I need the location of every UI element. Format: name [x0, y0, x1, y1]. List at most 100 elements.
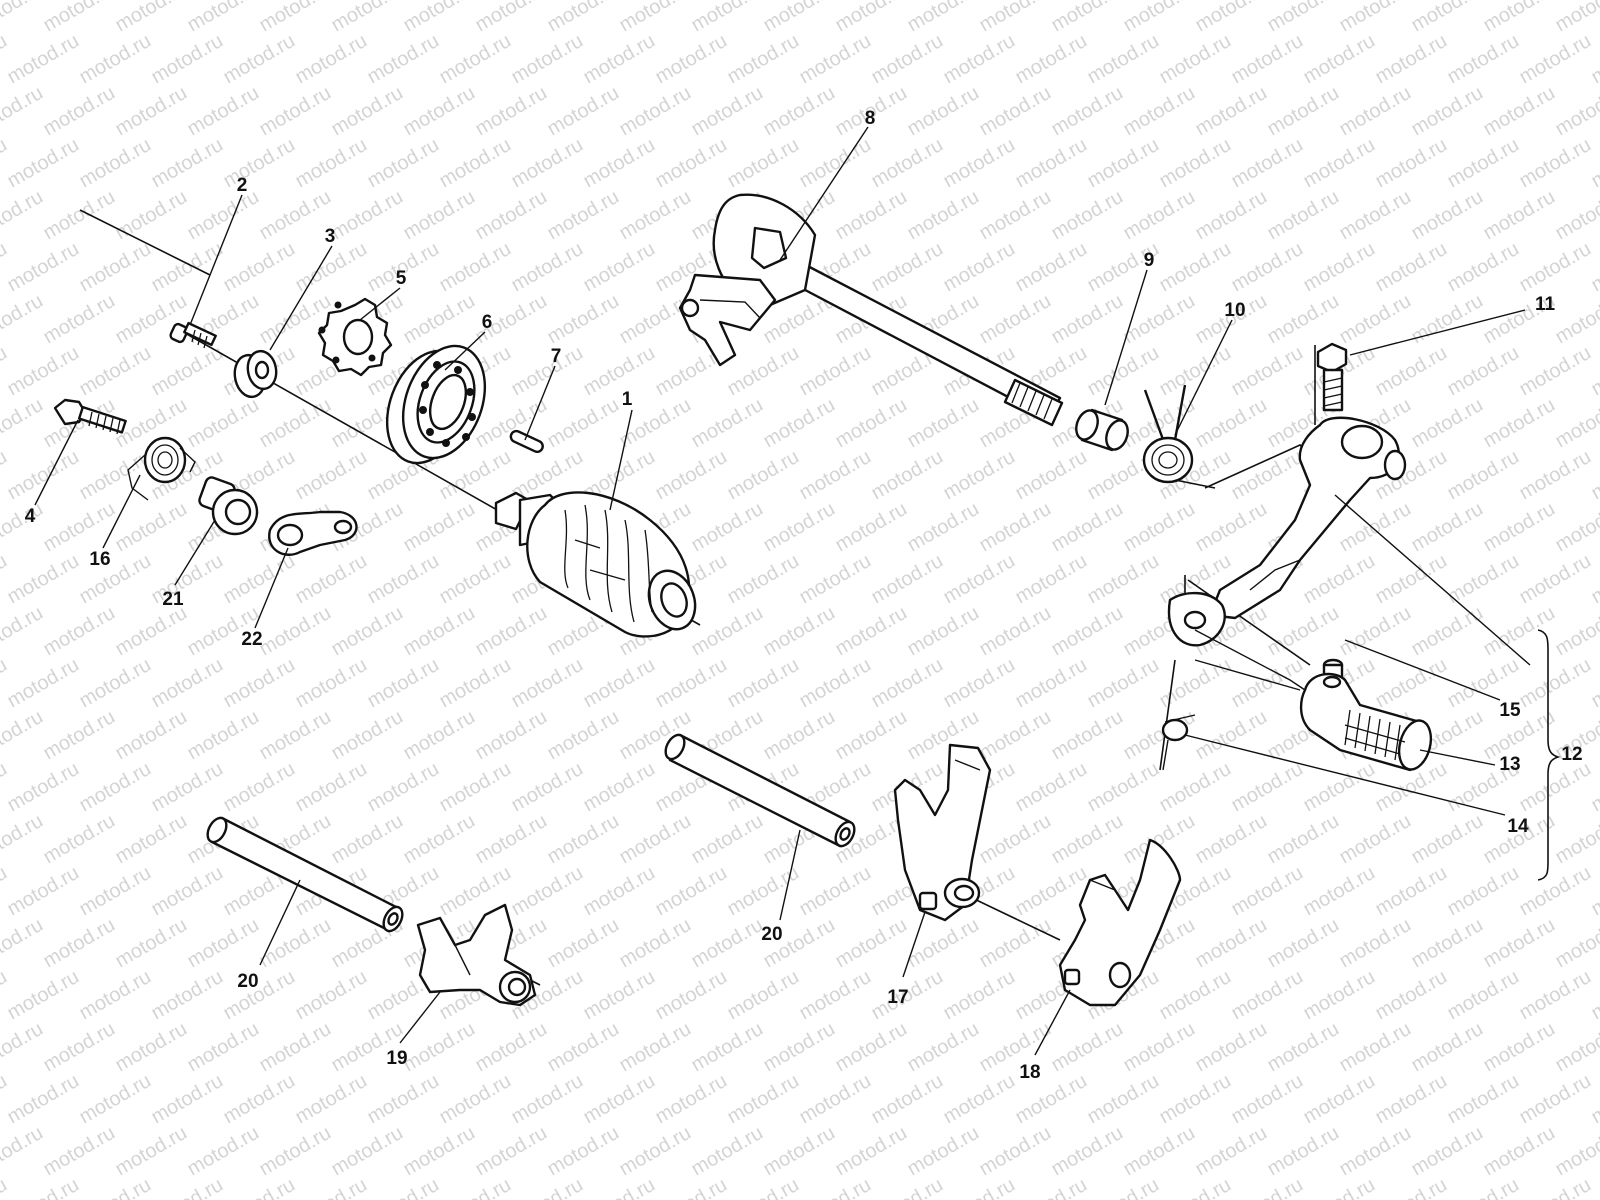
watermark-text: motod.ru — [580, 1174, 659, 1200]
fork-shaft-part-20-right — [664, 733, 856, 848]
watermark-text: motod.ru — [1336, 186, 1415, 245]
watermark-text: motod.ru — [328, 706, 407, 765]
watermark-text: motod.ru — [1300, 550, 1379, 609]
watermark-text: motod.ru — [1048, 498, 1127, 557]
watermark-text: motod.ru — [796, 446, 875, 505]
watermark-text: motod.ru — [76, 134, 155, 193]
watermark-text: motod.ru — [472, 82, 551, 141]
watermark-text: motod.ru — [1552, 810, 1600, 869]
watermark-text: motod.ru — [184, 394, 263, 453]
watermark-text: motod.ru — [220, 238, 299, 297]
watermark-text: motod.ru — [760, 82, 839, 141]
watermark-text: motod.ru — [1048, 290, 1127, 349]
watermark-text: motod.ru — [1156, 1070, 1235, 1129]
watermark-text: motod.ru — [400, 186, 479, 245]
watermark-text: motod.ru — [1516, 134, 1595, 193]
shift-fork-part-19 — [416, 903, 537, 1007]
watermark-text: motod.ru — [0, 706, 47, 765]
star-cam-part-5 — [317, 297, 393, 377]
watermark-text: motod.ru — [292, 758, 371, 817]
watermark-text: motod.ru — [544, 394, 623, 453]
watermark-text: motod.ru — [220, 134, 299, 193]
watermark-text: motod.ru — [328, 602, 407, 661]
watermark-text: motod.ru — [364, 550, 443, 609]
callout-12: 12 — [1561, 744, 1582, 765]
watermark-text: motod.ru — [1264, 290, 1343, 349]
watermark-text: motod.ru — [616, 810, 695, 869]
watermark-text: motod.ru — [1372, 550, 1451, 609]
watermark-text: motod.ru — [1300, 238, 1379, 297]
watermark-text: motod.ru — [148, 30, 227, 89]
watermark-text: motod.ru — [508, 238, 587, 297]
watermark-text: motod.ru — [796, 966, 875, 1025]
watermark-text: motod.ru — [40, 186, 119, 245]
watermark-text: motod.ru — [544, 1122, 623, 1181]
watermark-text: motod.ru — [832, 186, 911, 245]
watermark-text: motod.ru — [1048, 706, 1127, 765]
watermark-text: motod.ru — [472, 0, 551, 36]
watermark-text: motod.ru — [4, 30, 83, 89]
roller-part-21 — [198, 476, 259, 536]
watermark-text: motod.ru — [472, 706, 551, 765]
watermark-text: motod.ru — [76, 1070, 155, 1129]
fork-shaft-part-20-left — [206, 816, 404, 933]
group-brace-12 — [1537, 629, 1561, 881]
watermark-text: motod.ru — [940, 446, 1019, 505]
watermark-text: motod.ru — [400, 706, 479, 765]
watermark-text: motod.ru — [364, 134, 443, 193]
watermark-text: motod.ru — [760, 394, 839, 453]
watermark-text: motod.ru — [184, 186, 263, 245]
watermark-text: motod.ru — [1264, 186, 1343, 245]
watermark-text: motod.ru — [868, 30, 947, 89]
watermark-text: motod.ru — [688, 602, 767, 661]
watermark-text: motod.ru — [112, 1018, 191, 1077]
watermark-text: motod.ru — [904, 82, 983, 141]
watermark-text: motod.ru — [220, 30, 299, 89]
watermark-text: motod.ru — [1264, 1018, 1343, 1077]
watermark-text: motod.ru — [940, 654, 1019, 713]
watermark-text: motod.ru — [400, 1018, 479, 1077]
watermark-text: motod.ru — [292, 134, 371, 193]
watermark-text: motod.ru — [1480, 1018, 1559, 1077]
watermark-text: motod.ru — [1300, 30, 1379, 89]
watermark-text: motod.ru — [472, 1018, 551, 1077]
watermark-text: motod.ru — [832, 914, 911, 973]
watermark-text: motod.ru — [1012, 1174, 1091, 1200]
watermark-text: motod.ru — [688, 810, 767, 869]
watermark-text: motod.ru — [976, 82, 1055, 141]
watermark-text: motod.ru — [4, 1174, 83, 1200]
watermark-text: motod.ru — [328, 0, 407, 36]
watermark-text: motod.ru — [832, 0, 911, 36]
watermark-text: motod.ru — [1084, 654, 1163, 713]
watermark-text: motod.ru — [1588, 238, 1600, 297]
watermark-text: motod.ru — [508, 1070, 587, 1129]
watermark-text: motod.ru — [1408, 290, 1487, 349]
watermark-text: motod.ru — [292, 30, 371, 89]
watermark-text: motod.ru — [4, 758, 83, 817]
watermark-text: motod.ru — [1372, 654, 1451, 713]
watermark-text: motod.ru — [148, 966, 227, 1025]
watermark-text: motod.ru — [580, 342, 659, 401]
watermark-text: motod.ru — [1228, 446, 1307, 505]
watermark-text: motod.ru — [1228, 342, 1307, 401]
callout-13: 13 — [1499, 754, 1520, 775]
watermark-text: motod.ru — [1336, 290, 1415, 349]
watermark-text: motod.ru — [976, 290, 1055, 349]
watermark-text: motod.ru — [724, 550, 803, 609]
watermark-text: motod.ru — [220, 966, 299, 1025]
watermark-text: motod.ru — [544, 0, 623, 36]
watermark-text: motod.ru — [616, 290, 695, 349]
watermark-text: motod.ru — [148, 758, 227, 817]
watermark-text: motod.ru — [436, 1070, 515, 1129]
callout-2: 2 — [237, 175, 248, 196]
watermark-text: motod.ru — [0, 602, 47, 661]
watermark-text: motod.ru — [40, 602, 119, 661]
watermark-text: motod.ru — [1012, 758, 1091, 817]
watermark-text: motod.ru — [1192, 1122, 1271, 1181]
watermark-text: motod.ru — [1156, 342, 1235, 401]
screw-part-2 — [169, 321, 217, 349]
watermark-text: motod.ru — [472, 186, 551, 245]
watermark-text: motod.ru — [544, 186, 623, 245]
watermark-text: motod.ru — [1444, 862, 1523, 921]
